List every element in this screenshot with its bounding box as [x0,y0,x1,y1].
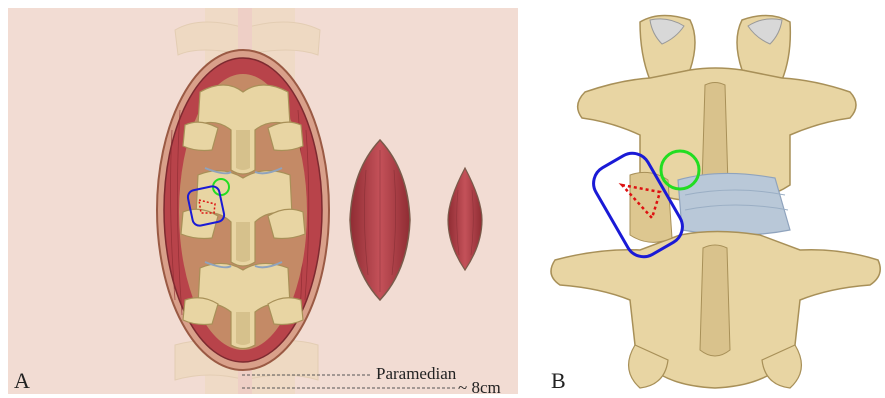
lower-spinous-process [700,245,730,356]
panel-b [551,15,880,388]
panel-a [8,8,518,394]
exposed-vertebrae [181,85,305,349]
vertebra-shading [236,130,250,345]
panel-a-label: A [14,368,30,394]
length-label: ~ 8cm [458,378,501,398]
panel-b-label: B [551,368,566,394]
paramedian-label: Paramedian [376,364,456,384]
